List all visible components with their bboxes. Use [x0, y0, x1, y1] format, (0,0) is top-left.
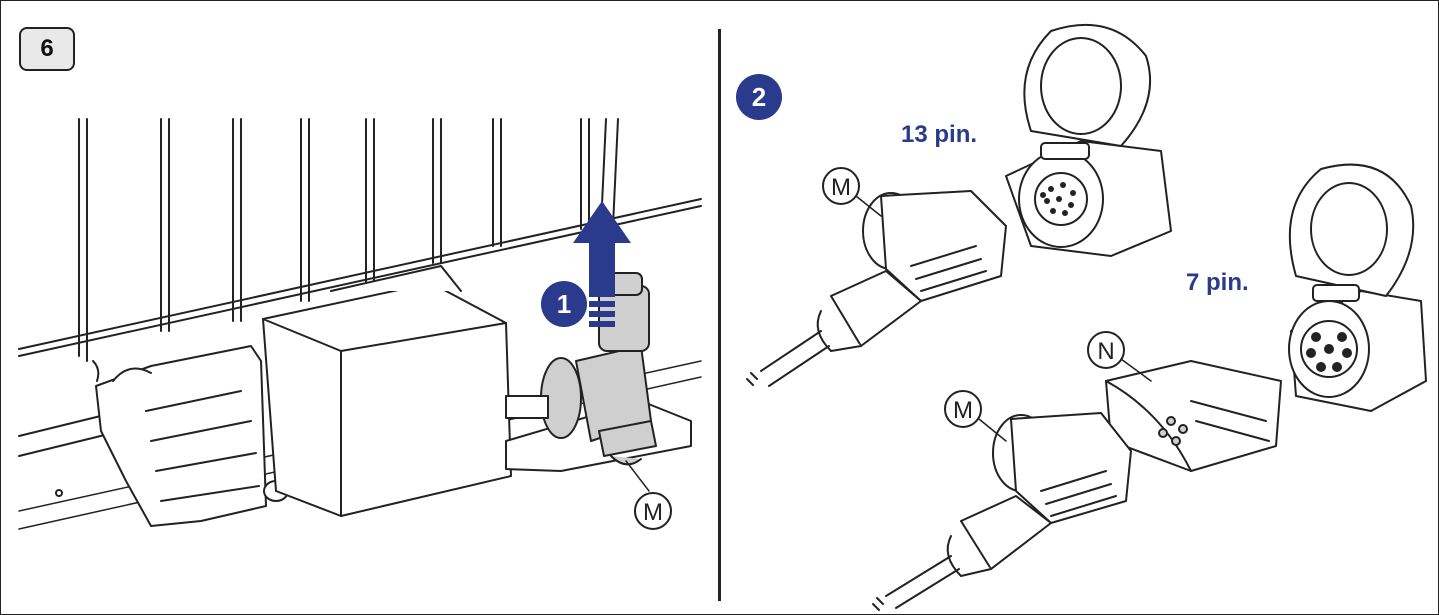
mounting-bracket: [95, 345, 289, 527]
socket-housing: [262, 265, 512, 517]
left-panel-drawing: M: [18, 118, 702, 530]
label-m-left: M: [643, 499, 663, 526]
step-number-box: 6: [19, 27, 75, 71]
right-panel-drawing: M M N: [746, 23, 1427, 611]
lift-arrow: [573, 201, 631, 327]
label-m-bottom: M: [953, 397, 973, 424]
label-13-pin: 13 pin.: [901, 121, 978, 148]
connector-plug: [505, 272, 657, 466]
plug-13-pin: [746, 190, 1007, 387]
label-m-top-circle: [822, 167, 860, 205]
label-n-circle: [1087, 331, 1125, 369]
step-number: 6: [40, 35, 54, 62]
label-m-top: M: [831, 174, 851, 201]
label-m-bottom-circle: [944, 390, 982, 428]
vehicle-rear-panels: [18, 118, 702, 382]
socket-13-pin: [1005, 23, 1172, 257]
label-n: N: [1097, 338, 1114, 365]
adapter-n: [1105, 360, 1282, 472]
label-7-pin: 7 pin.: [1186, 269, 1249, 296]
socket-7-pin: [1288, 163, 1427, 412]
step-badge-1: 1: [541, 281, 587, 327]
label-m-leader: [625, 460, 650, 492]
plug-7-pin: [872, 412, 1132, 611]
label-m-circle: [634, 492, 672, 530]
step-badge-2: 2: [736, 74, 782, 120]
panel-divider: [718, 29, 721, 601]
